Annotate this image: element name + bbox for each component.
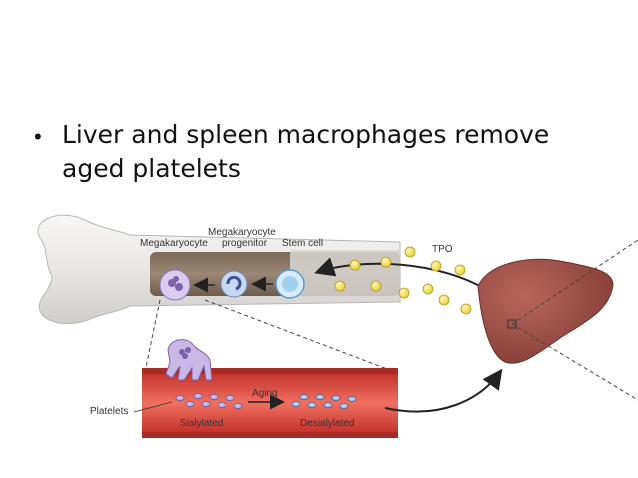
zoom-line-liver-upper	[511, 239, 638, 325]
tpo-arrow	[314, 257, 491, 293]
megakaryocyte-releasing-platelets	[165, 339, 213, 381]
label-megakaryocyte-progenitor-line1: Megakaryocyte	[208, 227, 276, 238]
megakaryocyte-progenitor-cell	[220, 270, 248, 298]
label-desialylated: Desialylated	[300, 418, 354, 429]
liver	[477, 258, 614, 364]
bullet-symbol: •	[34, 124, 42, 149]
label-megakaryocyte-progenitor-line2: progenitor	[222, 238, 268, 249]
bullet-text: Liver and spleen macrophages remove aged…	[62, 120, 550, 183]
platelets-pointer-line	[133, 401, 173, 413]
label-aging: Aging	[252, 388, 278, 399]
megakaryocyte-cell	[159, 269, 191, 301]
zoom-line-marrow-left	[144, 299, 161, 373]
zoom-line-marrow-right	[204, 299, 396, 373]
desialylated-platelets	[291, 394, 357, 409]
zoom-line-liver-lower	[511, 323, 638, 401]
label-tpo: TPO	[432, 244, 453, 255]
label-megakaryocyte: Megakaryocyte	[140, 238, 208, 249]
arrow-vessel-to-liver	[384, 368, 503, 413]
stem-cell	[275, 269, 305, 299]
label-sialylated: Sialylated	[180, 418, 223, 429]
label-platelets: Platelets	[90, 406, 128, 417]
label-stem-cell: Stem cell	[282, 238, 323, 249]
sialylated-platelets	[175, 393, 243, 409]
